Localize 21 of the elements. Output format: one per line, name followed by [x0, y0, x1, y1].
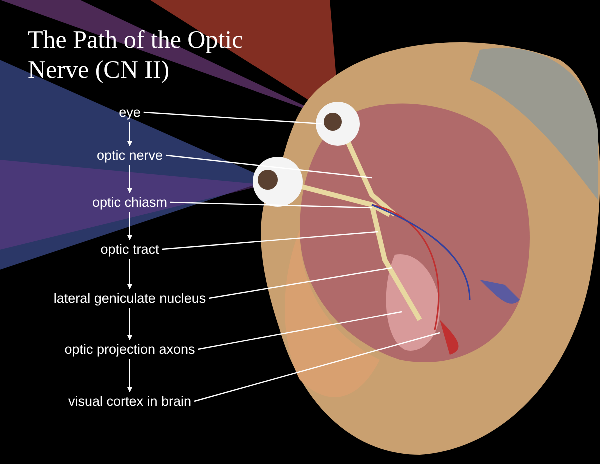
part-label: optic chiasm — [92, 195, 168, 210]
part-label: optic projection axons — [64, 342, 196, 357]
leader-line — [194, 332, 440, 402]
part-label: visual cortex in brain — [68, 394, 192, 409]
arrow — [128, 258, 132, 290]
leader-line — [166, 154, 372, 179]
leader-line — [209, 267, 392, 300]
diagram-title: The Path of the Optic Nerve (CN II) — [28, 26, 244, 86]
part-label: eye — [119, 105, 141, 120]
arrow — [128, 308, 132, 340]
part-label: lateral geniculate nucleus — [54, 291, 206, 306]
arrow — [128, 212, 132, 240]
part-label: optic tract — [100, 242, 160, 257]
leader-line — [162, 231, 378, 250]
part-label: optic nerve — [96, 148, 164, 163]
leader-line — [170, 202, 372, 209]
arrow — [128, 122, 132, 146]
arrow — [128, 358, 132, 392]
arrow — [128, 164, 132, 194]
leader-line — [144, 112, 322, 125]
leader-line — [198, 311, 402, 350]
